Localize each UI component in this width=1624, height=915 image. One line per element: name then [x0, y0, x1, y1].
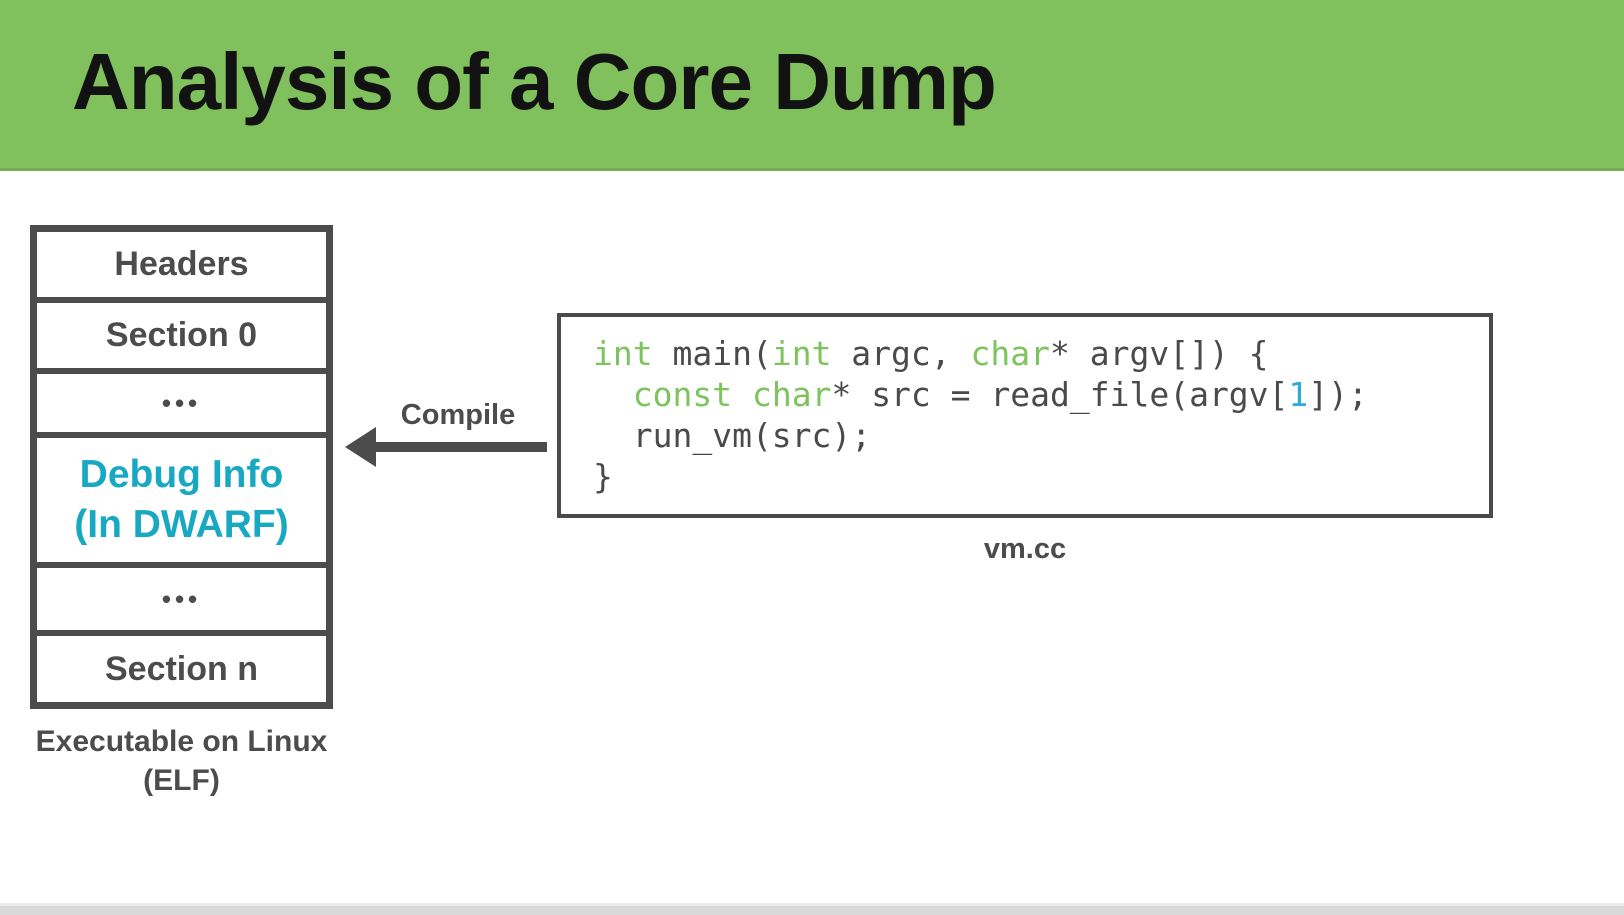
ellipsis-dots: •••	[161, 388, 202, 418]
code-token: char	[751, 375, 832, 414]
elf-row-ellipsis: •••	[37, 568, 326, 636]
elf-row-section-0: Section 0	[37, 303, 326, 374]
code-token: * argv[]) {	[1050, 334, 1269, 373]
compile-arrow-head-icon	[345, 427, 376, 467]
code-token: ]); run_vm(src); }	[593, 375, 1368, 496]
elf-row-headers: Headers	[37, 232, 326, 303]
code-token: main(	[652, 334, 772, 373]
code-token: int	[771, 334, 832, 373]
elf-row-debug-info: Debug Info (In DWARF)	[37, 438, 326, 568]
elf-row-label: Headers	[114, 245, 249, 283]
code-token: char	[970, 334, 1050, 373]
debug-info-line2: (In DWARF)	[74, 503, 289, 546]
elf-caption-line2: (ELF)	[143, 764, 220, 797]
elf-executable-diagram: Headers Section 0 ••• Debug Info (In DWA…	[30, 225, 333, 709]
compile-arrow-line	[372, 442, 547, 452]
elf-row-label: Section 0	[105, 316, 258, 354]
slide-header-bar: Analysis of a Core Dump	[0, 0, 1624, 171]
elf-caption-line1: Executable on Linux	[35, 725, 328, 758]
compile-label: Compile	[400, 399, 516, 431]
code-token: const	[632, 375, 733, 414]
code-token: int	[593, 334, 653, 373]
source-code-panel: int main(int argc, char* argv[]) { const…	[557, 313, 1493, 518]
slide-title: Analysis of a Core Dump	[72, 37, 997, 126]
code-token: * src = read_file(argv[	[831, 375, 1289, 414]
code-block: int main(int argc, char* argv[]) { const…	[561, 317, 1489, 497]
bottom-edge-highlight	[0, 903, 1624, 906]
code-filename: vm.cc	[983, 533, 1067, 565]
bottom-edge-strip	[0, 906, 1624, 915]
code-token: argc,	[831, 334, 971, 373]
ellipsis-dots: •••	[161, 584, 202, 614]
elf-row-label: Section n	[104, 649, 259, 688]
code-token: 1	[1288, 375, 1309, 414]
elf-caption: Executable on Linux (ELF)	[30, 722, 333, 800]
elf-row-section-n: Section n	[37, 636, 326, 702]
debug-info-line1: Debug Info	[79, 453, 284, 496]
elf-row-ellipsis: •••	[37, 374, 326, 438]
code-token	[732, 375, 752, 414]
